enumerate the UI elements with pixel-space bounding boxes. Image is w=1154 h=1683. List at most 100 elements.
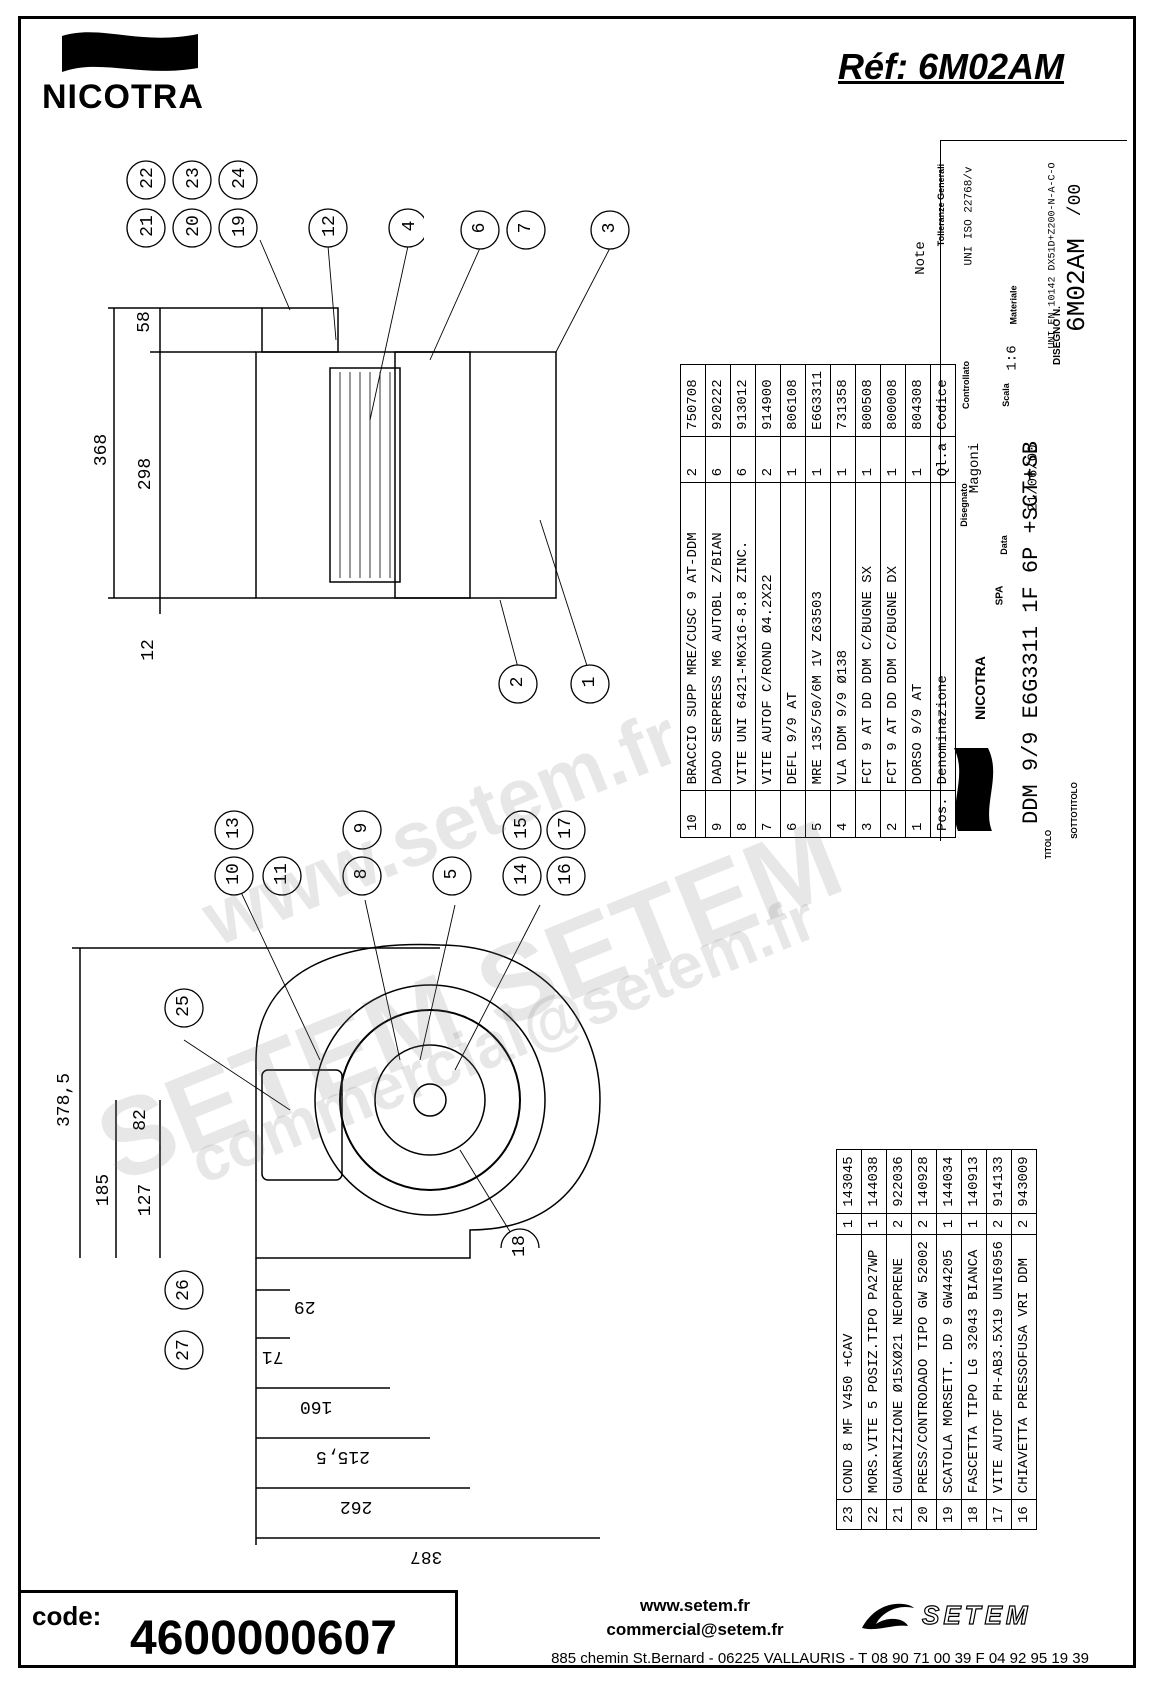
balloon-5: 5 <box>442 868 462 880</box>
footer-website[interactable]: www.setem.fr <box>640 1596 750 1615</box>
balloon-8: 8 <box>352 868 372 880</box>
balloon-12: 12 <box>320 215 340 237</box>
balloon-21: 21 <box>138 215 158 237</box>
side-view-housing <box>255 351 557 599</box>
reference-number: Réf: 6M02AM <box>838 46 1065 87</box>
dim-127: 127 <box>136 1183 157 1217</box>
side-view-wheel <box>329 367 401 583</box>
title-label: TITOLO <box>1044 829 1054 860</box>
dim-71: 71 <box>262 1346 284 1366</box>
balloon-18: 18 <box>510 1235 530 1257</box>
balloon-7: 7 <box>516 222 536 234</box>
drawing-number-value: 6M02AM <box>1061 238 1092 332</box>
setem-logo: SETEM <box>921 1599 1032 1630</box>
balloon-9: 9 <box>352 822 372 834</box>
front-view-scroll <box>255 943 601 1259</box>
title-company: NICOTRA <box>971 656 988 720</box>
dim-12: 12 <box>138 639 159 661</box>
footer-address: 885 chemin St.Bernard - 06225 VALLAURIS … <box>551 1650 1089 1667</box>
nicotra-vertical-logo-icon <box>954 748 994 831</box>
balloon-2: 2 <box>508 676 528 688</box>
dim-160: 160 <box>300 1396 333 1416</box>
balloon-27: 27 <box>174 1339 194 1361</box>
designed-value: Magoni <box>967 442 984 494</box>
dim-215-5: 215,5 <box>316 1446 371 1466</box>
front-view-terminal-box <box>261 1069 343 1181</box>
code-value: 4600000607 <box>130 1612 397 1665</box>
balloon-10: 10 <box>224 863 244 885</box>
drawing-frame <box>18 16 1136 1668</box>
subtitle-label: SOTTOTITOLO <box>1069 782 1079 839</box>
dim-29: 29 <box>294 1296 316 1316</box>
code-box: code: 4600000607 <box>18 1590 458 1668</box>
front-view-inlet <box>314 984 546 1216</box>
balloon-16: 16 <box>556 863 576 885</box>
balloon-4: 4 <box>400 220 420 232</box>
front-view-wheel <box>339 1009 521 1191</box>
title-block <box>940 140 1127 841</box>
checked-label: Controllato <box>961 361 971 409</box>
balloon-1: 1 <box>580 676 600 688</box>
dim-82: 82 <box>130 1109 151 1131</box>
dim-58: 58 <box>134 311 155 333</box>
dim-387: 387 <box>410 1546 443 1566</box>
date-label: Data <box>998 535 1009 555</box>
code-label: code: <box>32 1601 102 1631</box>
title-value: DDM 9/9 E6G3311 1F 6P +SCT+SB <box>1018 441 1044 824</box>
title-company-suffix: SPA <box>994 585 1006 606</box>
balloon-22: 22 <box>138 167 158 189</box>
dim-368: 368 <box>92 433 113 467</box>
front-view-motor <box>374 1044 486 1156</box>
brand-name: NICOTRA <box>42 78 204 116</box>
tolerance-label: Tolleranze Generali <box>936 163 947 247</box>
balloon-19: 19 <box>230 215 250 237</box>
material-label: Materiale <box>1008 285 1019 325</box>
footer-email[interactable]: commercial@setem.fr <box>606 1620 784 1639</box>
dim-378-5: 378,5 <box>55 1072 76 1128</box>
balloon-14: 14 <box>512 863 532 885</box>
scale-value: 1:6 <box>1004 345 1021 371</box>
dim-185: 185 <box>94 1173 115 1207</box>
balloon-25: 25 <box>174 995 194 1017</box>
dim-262: 262 <box>340 1496 373 1516</box>
side-view-motor <box>394 351 471 599</box>
notes-header: Note <box>912 241 929 275</box>
balloon-23: 23 <box>184 167 204 189</box>
balloon-13: 13 <box>224 817 244 839</box>
balloon-6: 6 <box>470 222 490 234</box>
setem-swirl-icon <box>862 1603 914 1630</box>
side-view-terminal-box <box>261 307 339 353</box>
balloon-15: 15 <box>512 817 532 839</box>
dim-298: 298 <box>136 457 157 491</box>
scale-label: Scala <box>1000 383 1011 407</box>
drawing-revision: /00 <box>1066 183 1087 217</box>
balloon-26: 26 <box>174 1279 194 1301</box>
balloon-24: 24 <box>230 167 250 189</box>
balloon-11: 11 <box>272 863 292 885</box>
nicotra-logo-icon <box>62 32 198 72</box>
balloon-3: 3 <box>600 222 620 234</box>
balloon-17: 17 <box>556 817 576 839</box>
balloon-20: 20 <box>184 215 204 237</box>
front-view-hub <box>413 1083 447 1117</box>
